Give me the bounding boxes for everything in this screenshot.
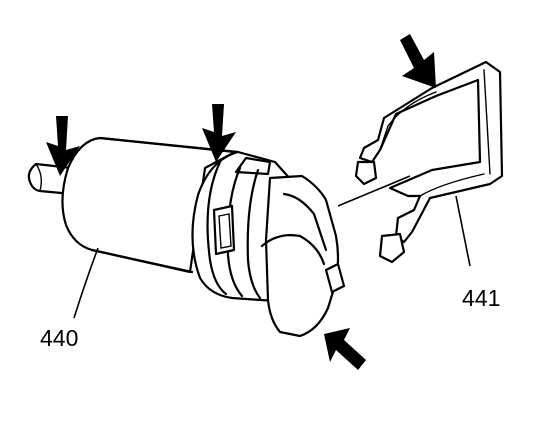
arrow-collar-top [202, 104, 236, 162]
arrow-bracket-top [400, 34, 436, 88]
callout-441: 441 [462, 285, 500, 311]
electrical-connector [260, 174, 346, 338]
leader-line-440 [73, 247, 99, 319]
mounting-bracket [354, 60, 504, 267]
arrow-shaft-end [46, 116, 80, 176]
callout-440: 440 [40, 325, 78, 351]
arrow-connector-bottom [324, 328, 366, 370]
alignment-line [337, 175, 411, 207]
leader-line-441 [455, 195, 471, 267]
pump-assembly [27, 136, 346, 338]
